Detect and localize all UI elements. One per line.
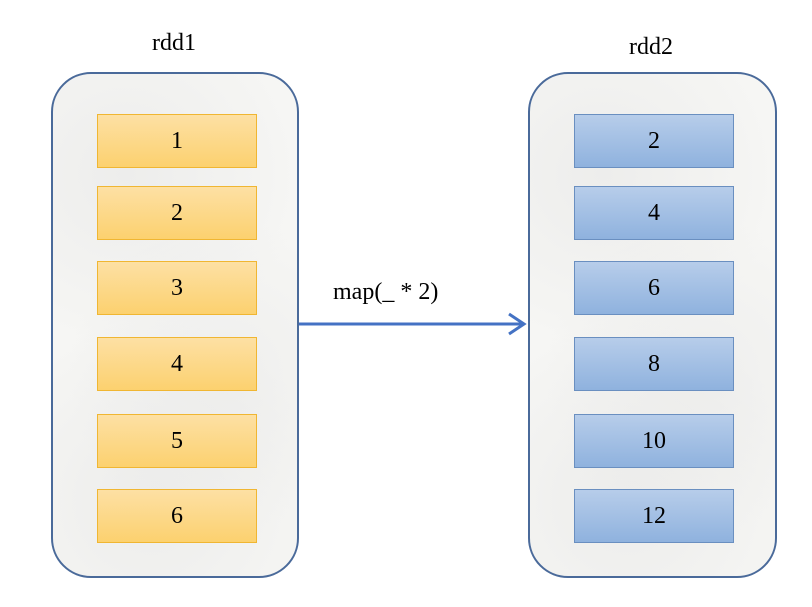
- rdd2-item: 4: [574, 186, 734, 240]
- arrow-right-icon: [299, 312, 527, 336]
- map-operation-label: map(_ * 2): [333, 279, 439, 305]
- rdd2-item: 6: [574, 261, 734, 315]
- rdd2-item: 2: [574, 114, 734, 168]
- arrow-head: [508, 312, 527, 336]
- rdd1-item: 4: [97, 337, 257, 391]
- rdd2-item: 8: [574, 337, 734, 391]
- rdd1-item: 2: [97, 186, 257, 240]
- rdd2-title: rdd2: [629, 34, 673, 60]
- rdd1-item: 5: [97, 414, 257, 468]
- rdd1-item: 3: [97, 261, 257, 315]
- rdd2-container: 2 4 6 8 10 12: [528, 72, 777, 578]
- rdd2-item: 12: [574, 489, 734, 543]
- rdd2-item: 10: [574, 414, 734, 468]
- rdd1-title: rdd1: [152, 30, 196, 56]
- rdd1-item: 1: [97, 114, 257, 168]
- rdd1-container: 1 2 3 4 5 6: [51, 72, 299, 578]
- rdd1-item: 6: [97, 489, 257, 543]
